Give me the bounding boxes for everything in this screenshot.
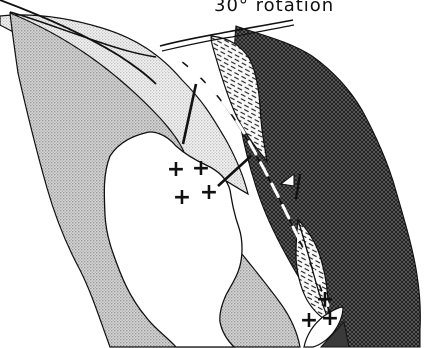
plus-symbol-7: + [321,306,339,331]
plus-symbol-6: + [300,308,318,333]
plus-symbol-4: + [200,180,218,205]
plus-symbol-1: + [167,157,185,182]
plus-symbol-3: + [173,185,191,210]
plus-symbol-2: + [192,156,210,181]
